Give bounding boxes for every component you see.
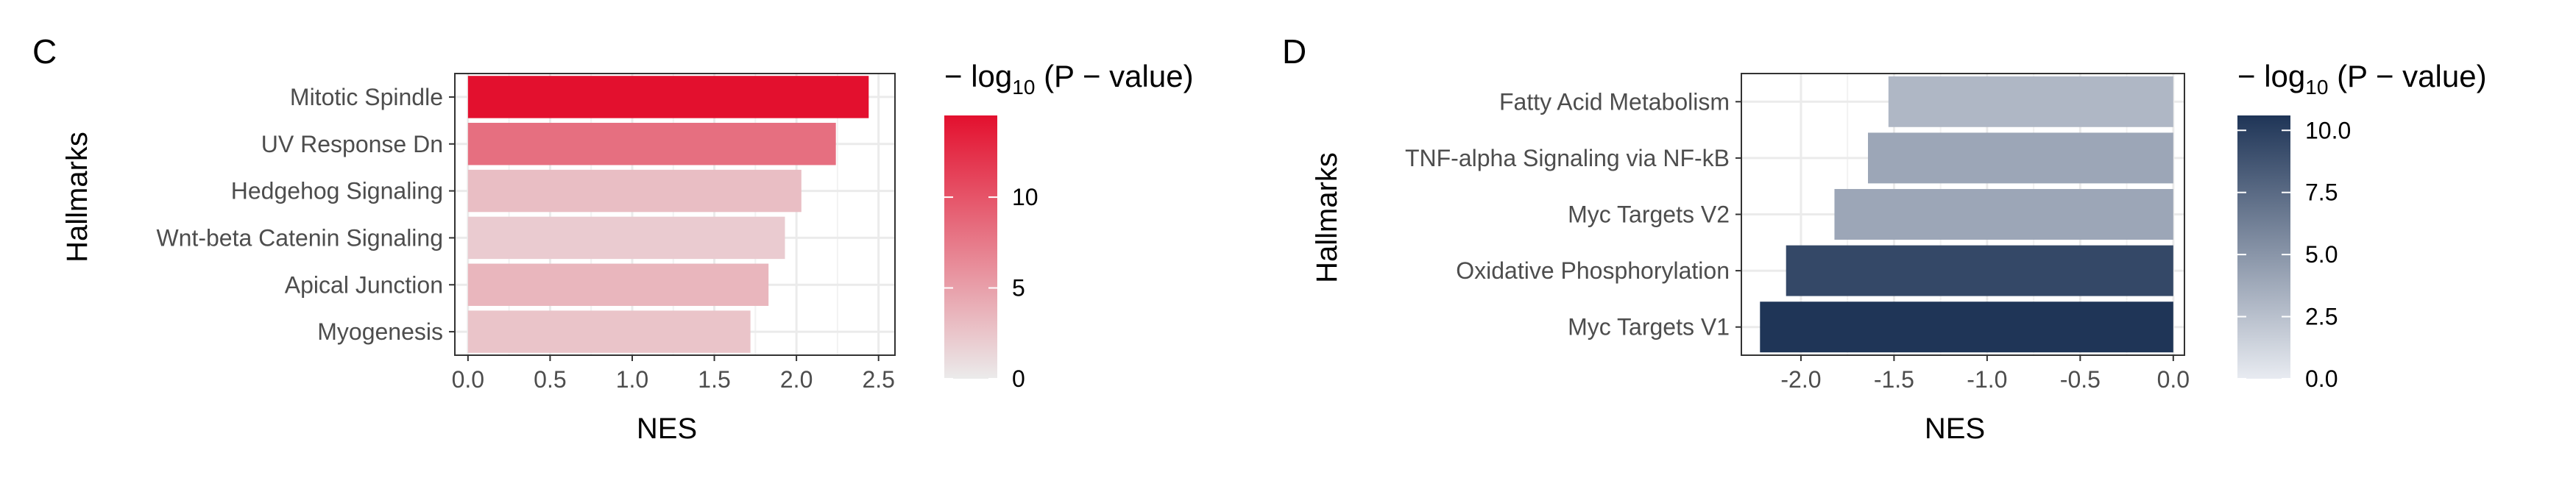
x-tick-label: 1.5	[698, 366, 730, 393]
x-tick-label: -0.5	[2060, 366, 2101, 393]
colorbar-tick-label: 10	[1012, 184, 1038, 210]
panel-d-x-axis-title: NES	[1925, 413, 1985, 445]
panel-letter-d: D	[1282, 32, 1306, 71]
bar	[1834, 189, 2173, 240]
bar	[1786, 245, 2173, 296]
colorbar-tick-label: 0.0	[2305, 365, 2338, 392]
y-tick-label: Myogenesis	[317, 318, 443, 345]
y-tick-label: Apical Junction	[285, 271, 443, 298]
x-tick-label: 2.5	[862, 366, 894, 393]
x-tick-label: -1.5	[1874, 366, 1914, 393]
legend-d: 0.0 2.5 5.0 7.5 10.0	[2237, 115, 2351, 392]
x-tick-label: 0.5	[534, 366, 566, 393]
legend-c: 0 5 10	[944, 115, 1038, 392]
bar	[467, 123, 836, 165]
colorbar-tick-label: 7.5	[2305, 179, 2338, 206]
colorbar-tick-label: 5	[1012, 275, 1025, 302]
bar	[467, 310, 751, 353]
x-tick-label: 0.0	[2157, 366, 2190, 393]
colorbar-tick-label: 0	[1012, 365, 1025, 392]
y-tick-label: Oxidative Phosphorylation	[1456, 257, 1730, 284]
x-tick-label: -1.0	[1967, 366, 2007, 393]
plot-background	[455, 74, 895, 355]
colorbar	[2237, 115, 2290, 379]
colorbar	[944, 115, 997, 379]
bar	[467, 263, 769, 306]
y-tick-label: Myc Targets V1	[1568, 314, 1730, 340]
y-tick-label: Mitotic Spindle	[290, 84, 443, 110]
bar	[467, 76, 869, 118]
y-tick-label: Myc Targets V2	[1568, 201, 1730, 228]
panel-c-x-axis-title: NES	[637, 413, 697, 445]
y-tick-label: Wnt-beta Catenin Signaling	[156, 224, 443, 251]
panel-letter-c: C	[32, 32, 57, 71]
legend-d-title: − log10 (P − value)	[2237, 59, 2487, 99]
x-tick-label: 2.0	[780, 366, 813, 393]
bar	[467, 216, 785, 260]
y-tick-label: UV Response Dn	[261, 131, 443, 157]
panel-c-plot: Mitotic Spindle UV Response Dn Hedgehog Si…	[156, 73, 896, 393]
panel-d-y-axis-title: Hallmarks	[1311, 152, 1343, 283]
bar	[1868, 132, 2173, 184]
plot-border	[454, 73, 896, 356]
x-tick-label: 0.0	[452, 366, 484, 393]
bar	[467, 169, 802, 213]
colorbar-tick-label: 10.0	[2305, 117, 2351, 143]
legend-c-title: − log10 (P − value)	[944, 59, 1194, 99]
y-tick-label: Fatty Acid Metabolism	[1499, 88, 1730, 115]
panel-c-y-axis-title: Hallmarks	[61, 132, 93, 263]
x-tick-label: 1.0	[616, 366, 648, 393]
x-tick-label: -2.0	[1780, 366, 1821, 393]
colorbar-tick-label: 5.0	[2305, 241, 2338, 268]
bar	[1888, 76, 2173, 127]
colorbar-tick-label: 2.5	[2305, 304, 2338, 330]
y-tick-label: TNF-alpha Signaling via NF-kB	[1405, 145, 1730, 171]
y-tick-label: Hedgehog Signaling	[231, 178, 443, 204]
bar	[1760, 302, 2173, 353]
